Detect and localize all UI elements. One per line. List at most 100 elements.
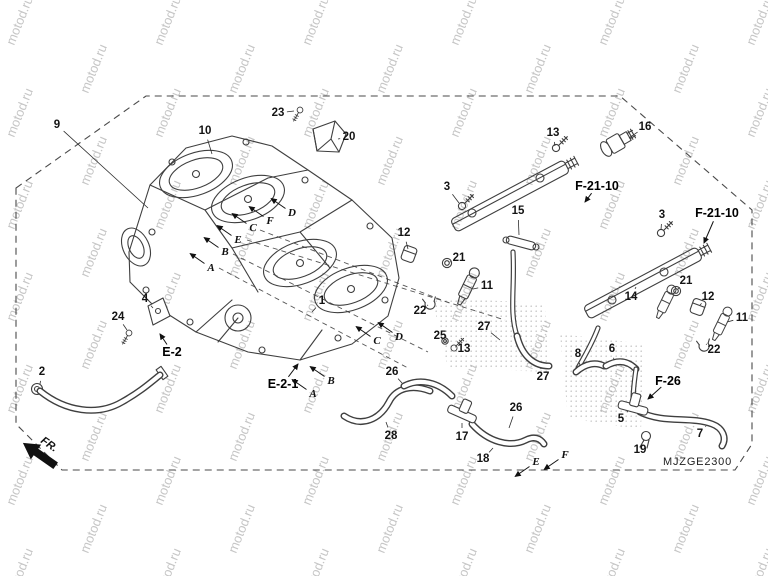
port-letter: B bbox=[326, 375, 334, 387]
reference-label: E-2 bbox=[162, 345, 182, 359]
watermark-text: motod.ru bbox=[77, 410, 110, 463]
watermark-text: motod.ru bbox=[225, 42, 258, 95]
watermark-text: motod.ru bbox=[151, 178, 184, 231]
callout-number: 13 bbox=[458, 343, 471, 355]
port-letter-arrow-icon bbox=[216, 225, 232, 236]
watermark-text: motod.ru bbox=[669, 502, 702, 555]
watermark-text: motod.ru bbox=[3, 86, 36, 139]
watermark-text: motod.ru bbox=[743, 0, 768, 47]
port-letter: A bbox=[308, 388, 316, 400]
port-letter: D bbox=[287, 207, 296, 219]
port-letter-arrow-icon bbox=[514, 466, 530, 477]
callout-leader-line bbox=[579, 362, 581, 367]
callout-number: 9 bbox=[54, 119, 60, 131]
callout-number: 10 bbox=[199, 125, 212, 137]
callout-number: 5 bbox=[618, 413, 625, 425]
watermark-text: motod.ru bbox=[595, 454, 628, 507]
port-letter-arrow-icon bbox=[291, 379, 307, 390]
callout-leader-line bbox=[426, 304, 429, 306]
callout-leader-line bbox=[517, 219, 520, 236]
callout-leader-line bbox=[634, 286, 637, 290]
port-letter-arrow-icon bbox=[355, 326, 371, 337]
watermark-text: motod.ru bbox=[743, 546, 768, 576]
callout-number: 11 bbox=[736, 312, 749, 324]
port-letter-arrow-icon bbox=[231, 213, 247, 224]
callout-leader-line bbox=[286, 110, 295, 113]
callout-leader-line bbox=[39, 380, 41, 385]
port-letter-arrow-icon bbox=[270, 198, 286, 209]
watermark-text: motod.ru bbox=[521, 502, 554, 555]
callout-leader-line bbox=[705, 425, 707, 428]
watermark-text: motod.ru bbox=[669, 42, 702, 95]
watermark-text: motod.ru bbox=[299, 546, 332, 576]
callout-number: 8 bbox=[575, 348, 582, 360]
callout-number: 21 bbox=[680, 275, 693, 287]
reference-label: F-26 bbox=[655, 374, 681, 388]
callout-leader-line bbox=[726, 319, 734, 323]
callout-leader-line bbox=[452, 193, 460, 204]
watermark-text: motod.ru bbox=[151, 0, 184, 47]
port-letter-arrow-icon bbox=[203, 237, 219, 248]
watermark-text: motod.ru bbox=[299, 454, 332, 507]
callout-number: 28 bbox=[385, 430, 398, 442]
port-letter-arrow-icon bbox=[309, 366, 325, 377]
callout-number: 19 bbox=[634, 444, 647, 456]
watermark-text: motod.ru bbox=[151, 454, 184, 507]
diagram-code: MJZGE2300 bbox=[663, 456, 732, 468]
port-letter: E bbox=[531, 456, 539, 468]
callout-leader-line bbox=[472, 287, 479, 290]
callout-leader-line bbox=[490, 332, 501, 341]
watermark-text: motod.ru bbox=[447, 86, 480, 139]
port-letter: C bbox=[373, 335, 381, 347]
callout-number: 6 bbox=[609, 343, 615, 355]
callout-number: 13 bbox=[547, 127, 560, 139]
port-letter: F bbox=[265, 215, 274, 227]
callout-number: 1 bbox=[319, 295, 326, 307]
hose-routing-dashes bbox=[218, 229, 506, 369]
watermark-text: motod.ru bbox=[669, 318, 702, 371]
watermark-text: motod.ru bbox=[373, 42, 406, 95]
callout-leader-line bbox=[397, 378, 403, 384]
callout-leader-line bbox=[385, 421, 389, 428]
callout-number: 26 bbox=[386, 366, 399, 378]
callout-number: 27 bbox=[537, 371, 550, 383]
watermark-text: motod.ru bbox=[669, 134, 702, 187]
callout-number: 27 bbox=[478, 321, 491, 333]
callout-leader-line bbox=[628, 131, 638, 139]
watermark-text: motod.ru bbox=[77, 226, 110, 279]
watermark-text: motod.ru bbox=[743, 86, 768, 139]
port-letter-arrow-icon bbox=[543, 459, 559, 470]
callout-leader-line bbox=[122, 324, 128, 331]
callout-leader-line bbox=[207, 139, 213, 155]
callout-leader-line bbox=[642, 439, 645, 442]
watermark-text: motod.ru bbox=[447, 454, 480, 507]
callout-leader-line bbox=[311, 307, 317, 313]
reference-label: F-21-10 bbox=[695, 206, 739, 220]
callout-number: 23 bbox=[272, 107, 285, 119]
watermark-text: motod.ru bbox=[77, 318, 110, 371]
ref-leader-line bbox=[287, 363, 299, 378]
watermark-text: motod.ru bbox=[77, 134, 110, 187]
watermark-text: motod.ru bbox=[595, 0, 628, 47]
callout-number: 20 bbox=[343, 131, 356, 143]
watermark-text: motod.ru bbox=[3, 270, 36, 323]
port-letter: D bbox=[394, 331, 403, 343]
port-letter: C bbox=[249, 222, 257, 234]
callout-number: 18 bbox=[477, 453, 490, 465]
callout-number: 12 bbox=[702, 291, 715, 303]
watermark-text: motod.ru bbox=[743, 362, 768, 415]
watermark-text: motod.ru bbox=[373, 134, 406, 187]
watermark-text: motod.ru bbox=[77, 502, 110, 555]
callout-leader-line bbox=[508, 416, 514, 429]
watermark-text: motod.ru bbox=[225, 410, 258, 463]
callout-number: 15 bbox=[512, 205, 525, 217]
port-letter-arrow-icon bbox=[377, 322, 393, 333]
port-letter-arrow-icon bbox=[189, 253, 205, 264]
callout-leader-line bbox=[150, 305, 154, 309]
callout-number: 4 bbox=[142, 293, 149, 305]
callout-leader-line bbox=[63, 130, 149, 209]
